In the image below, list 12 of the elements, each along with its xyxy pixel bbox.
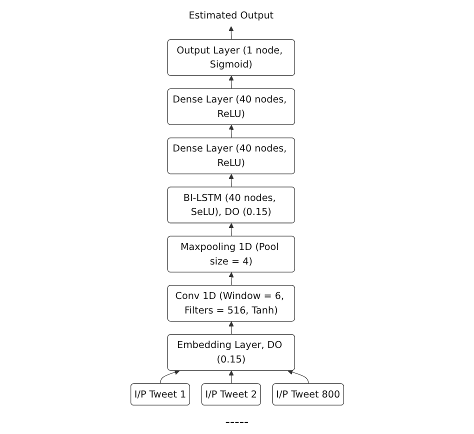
arrow: [228, 26, 234, 40]
ellipsis-dashes: -----: [225, 415, 249, 430]
arrow: [228, 272, 234, 286]
arrow: [228, 370, 234, 384]
arrow: [228, 124, 234, 138]
arrow: [228, 321, 234, 336]
arrow: [228, 174, 234, 188]
node-text: Estimated Output: [188, 10, 274, 21]
arrow: [228, 223, 234, 237]
arrow: [160, 370, 180, 384]
arrow: [228, 76, 234, 90]
arrow: [287, 370, 308, 384]
